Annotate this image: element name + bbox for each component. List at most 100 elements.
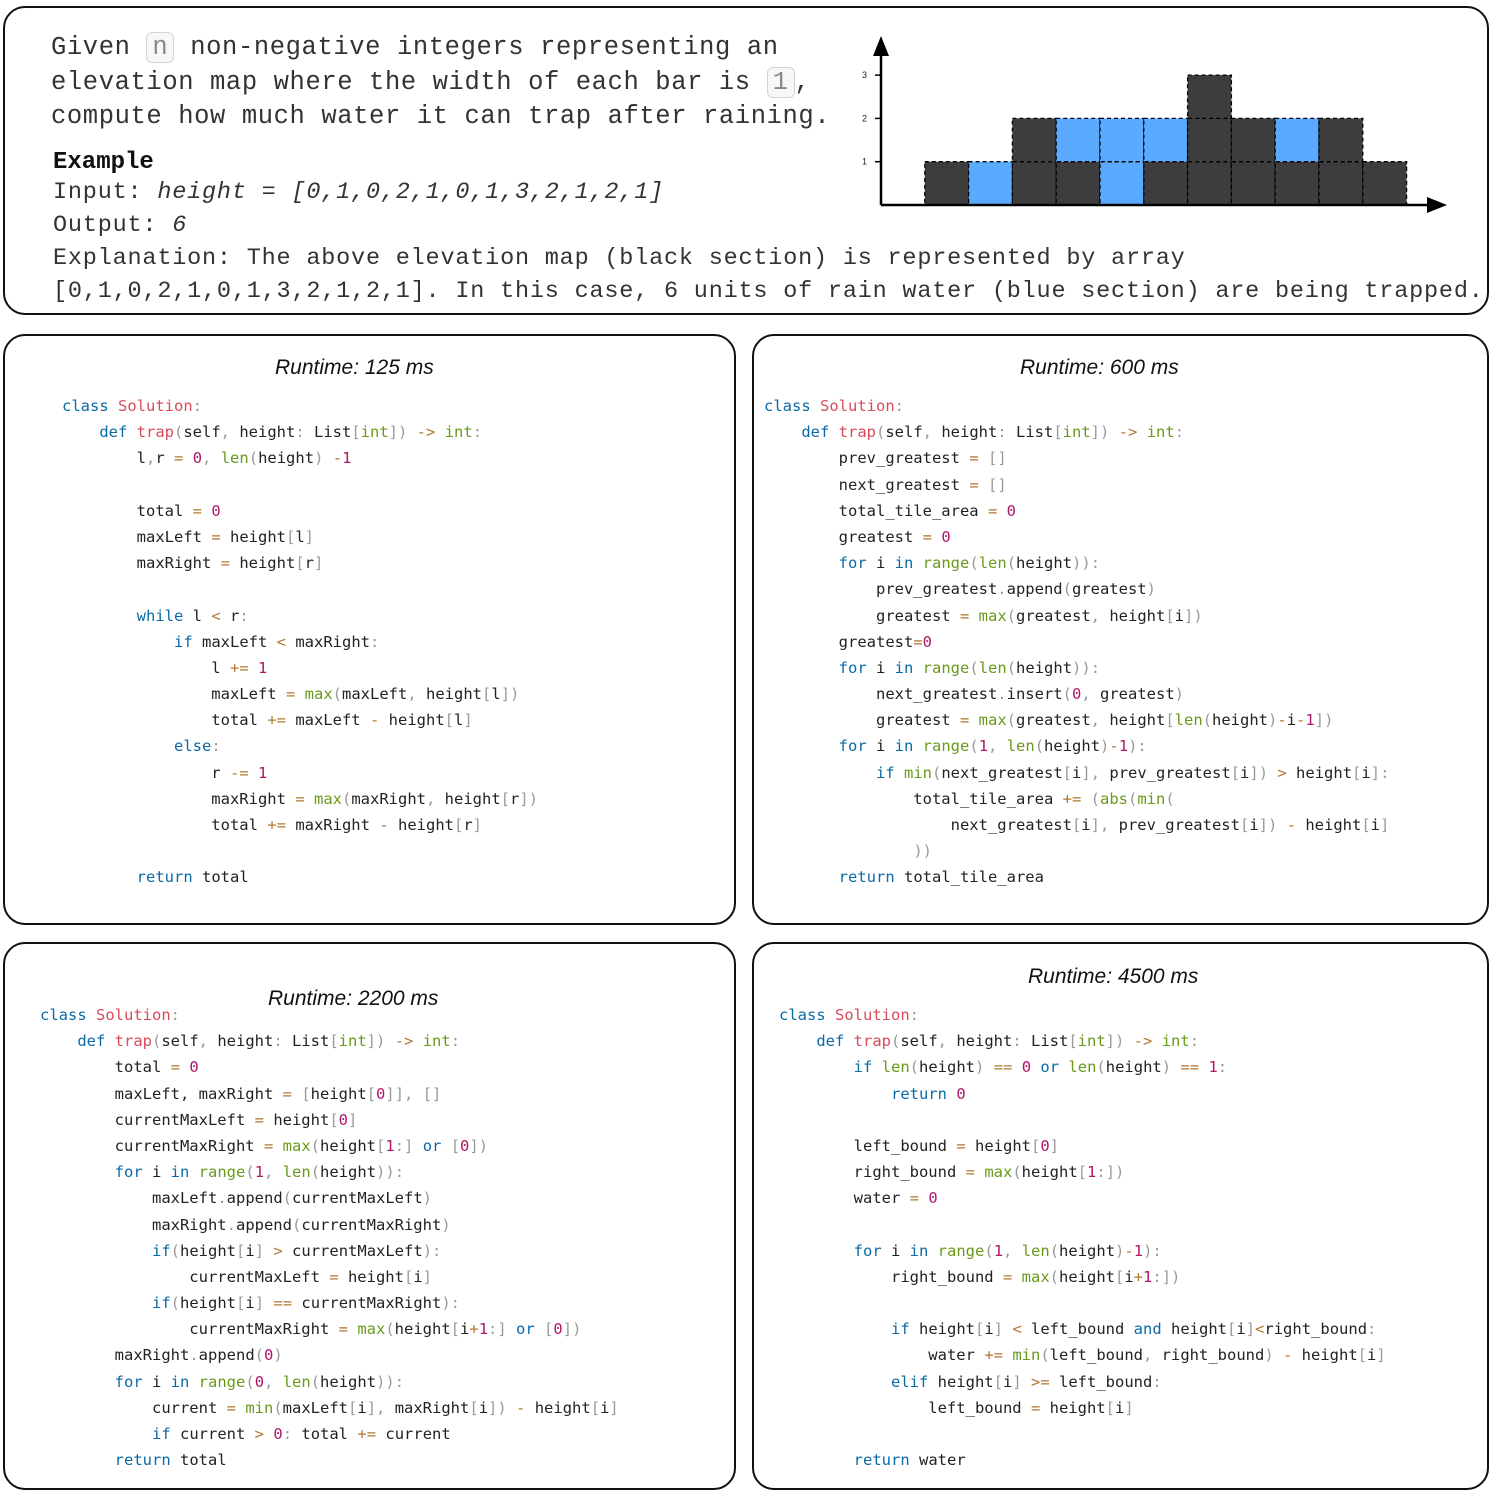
code-token: right_bound [779, 1267, 1003, 1286]
code-token: right_bound [1264, 1320, 1368, 1339]
code-token: height [258, 449, 315, 468]
code-token: i [142, 1372, 171, 1391]
elevation-block [1362, 161, 1408, 206]
code-line: for i in range(1, len(height)-1): [779, 1238, 1386, 1264]
code-line: maxRight = height[r] [62, 550, 538, 576]
example-title: Example [53, 149, 154, 176]
code-token: :] [488, 1320, 517, 1339]
code-token: = [913, 632, 923, 651]
code-line: maxRight.append(0) [40, 1342, 619, 1368]
code-line [62, 576, 538, 602]
code-token: += [267, 816, 286, 834]
code-token: def [801, 423, 839, 442]
code-token: i [1002, 1372, 1013, 1391]
code-token: - [1296, 711, 1306, 730]
code-token: ]) [1184, 606, 1203, 625]
explanation-line-1: Explanation: The above elevation map (bl… [53, 245, 1186, 272]
code-token: ( [173, 423, 184, 442]
code-token: ( [245, 1372, 255, 1391]
code-token: ( [151, 1032, 162, 1051]
code-token: ( [875, 423, 886, 442]
code-token: maxLeft [285, 711, 370, 730]
code-token: ): [422, 1241, 442, 1260]
code-token [913, 554, 922, 572]
code-token: i [866, 658, 895, 677]
code-token: ] [348, 1110, 358, 1129]
code-token: : [472, 423, 483, 442]
code-token [779, 1032, 816, 1050]
code-token: ( [1040, 1346, 1050, 1365]
code-token: int [1161, 1032, 1190, 1051]
code-token: 0 [922, 632, 932, 651]
code-token: i [1124, 1267, 1134, 1286]
code-token: greatest [1016, 711, 1091, 730]
code-token [997, 502, 1006, 520]
code-token: ]) [366, 1032, 395, 1051]
solution-panel-2200ms: Runtime: 2200 ms class Solution: def tra… [3, 942, 736, 1490]
code-token: == [1180, 1058, 1200, 1077]
code-token: ) [273, 1346, 283, 1365]
code-token: , [1081, 685, 1100, 704]
code-line: for i in range(0, len(height)): [40, 1369, 619, 1395]
code-line: total_tile_area += (abs(min( [764, 786, 1389, 812]
code-token: class [764, 397, 820, 415]
solution-panel-600ms: Runtime: 600 ms class Solution: def trap… [752, 334, 1489, 925]
code-token: for [838, 658, 867, 677]
code-token: r [304, 554, 314, 573]
y-tick-label: 2 [862, 113, 867, 123]
code-token: ( [969, 737, 979, 756]
code-token: - [379, 816, 389, 834]
code-token [413, 1032, 422, 1050]
code-token [764, 764, 876, 782]
code-line: )) [764, 838, 1389, 864]
code-token: if [853, 1058, 873, 1077]
code-token [1031, 1058, 1040, 1076]
code-token: current [376, 1425, 451, 1443]
code-block: class Solution: def trap(self, height: L… [62, 393, 538, 891]
code-token [764, 659, 839, 677]
code-token: : [1012, 1032, 1031, 1051]
code-token: range [922, 554, 970, 573]
code-line: while l < r: [62, 603, 538, 629]
code-token: [ [993, 1372, 1003, 1391]
code-token [40, 1163, 115, 1181]
code-line: prev_greatest = [] [764, 445, 1389, 471]
code-block: class Solution: def trap(self, height: L… [764, 393, 1389, 891]
code-token: next_greatest [764, 685, 998, 704]
code-line: if(height[i] == currentMaxRight): [40, 1290, 619, 1316]
code-token: = [226, 1398, 236, 1417]
code-token: [ [1062, 763, 1073, 782]
code-token: = [263, 1136, 274, 1155]
code-token: [ [403, 1267, 414, 1286]
code-token: 1 [978, 737, 989, 756]
code-token: len [978, 554, 1007, 573]
code-token: . [189, 1346, 199, 1365]
x-axis-arrow [1427, 197, 1447, 213]
code-token: height [217, 1032, 274, 1051]
code-token [779, 1058, 854, 1076]
code-token: [ [236, 1294, 246, 1313]
code-token: -> [1133, 1032, 1153, 1051]
code-token: ( [1062, 580, 1072, 599]
code-line: for i in range(1, len(height)): [40, 1159, 619, 1185]
code-token [295, 685, 304, 703]
code-token [40, 1425, 152, 1443]
code-token [1059, 1058, 1068, 1076]
code-token: ( [909, 1058, 920, 1077]
code-token: left_bound [1049, 1372, 1153, 1391]
problem-line-3: compute how much water it can trap after… [51, 102, 831, 131]
code-token: += [267, 711, 286, 730]
code-line: maxLeft = height[l] [62, 524, 538, 550]
code-token: . [997, 685, 1007, 704]
code-token: int [1146, 423, 1175, 442]
code-line: maxRight = max(maxRight, height[r]) [62, 786, 538, 812]
code-token: ( [1127, 789, 1138, 808]
code-line: if len(height) == 0 or len(height) == 1: [779, 1054, 1386, 1080]
code-token: 0 [254, 1372, 265, 1391]
code-token: greatest [1071, 580, 1147, 599]
code-token: for [838, 737, 867, 756]
code-token: i [1174, 606, 1185, 625]
code-token: maxLeft [282, 1398, 348, 1417]
code-token [183, 449, 192, 467]
code-token: def [816, 1032, 854, 1051]
